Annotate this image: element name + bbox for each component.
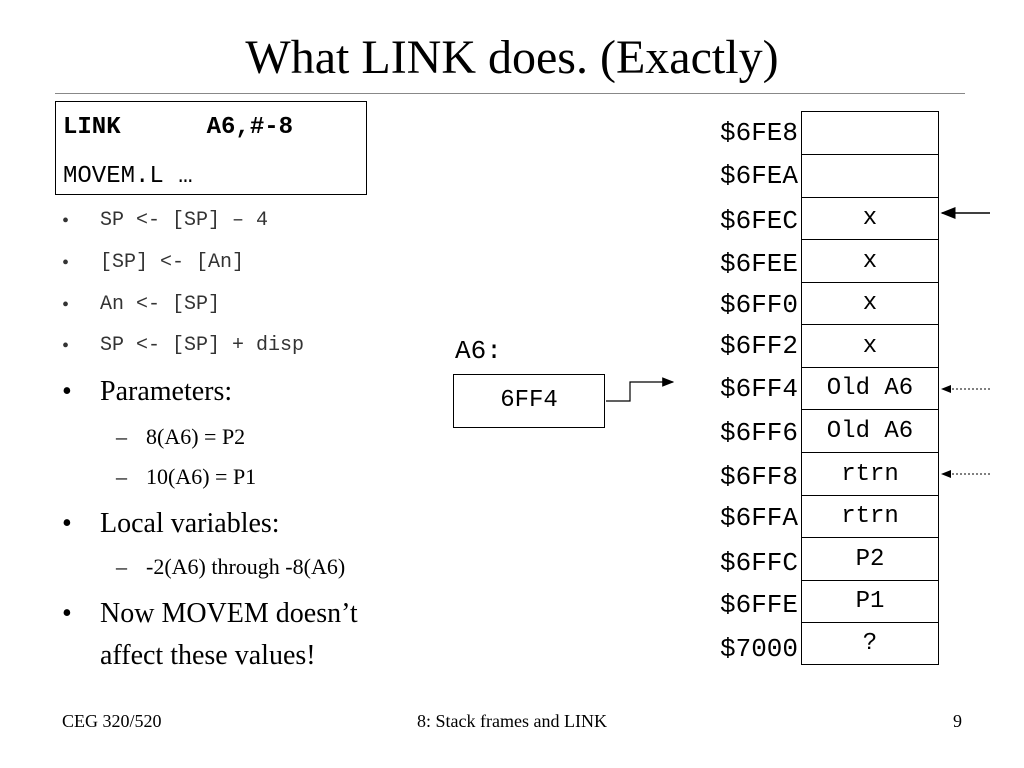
code-box: LINK A6,#-8 MOVEM.L … <box>55 101 367 195</box>
bullet-icon: • <box>62 252 70 274</box>
register-label: A6: <box>455 336 502 366</box>
mem-address: $6FF8 <box>719 462 798 492</box>
mem-address: $6FEA <box>719 161 798 191</box>
mem-address: $6FFA <box>719 503 798 533</box>
register-pointer-arrow <box>606 377 675 402</box>
bullet-icon: • <box>62 210 70 232</box>
mem-address: $6FF2 <box>719 331 798 361</box>
code-op: LINK <box>63 114 121 141</box>
mem-cell: P2 <box>801 537 939 581</box>
mem-address: $6FFE <box>719 590 798 620</box>
bullet-icon: • <box>62 376 72 407</box>
mem-cell: ? <box>801 622 939 665</box>
bullet-icon: • <box>62 294 70 316</box>
mem-address: $7000 <box>719 634 798 664</box>
dash-icon: – <box>116 554 127 579</box>
mem-cell: P1 <box>801 580 939 623</box>
register-value-box: 6FF4 <box>453 374 605 428</box>
mem-address: $6FF0 <box>719 290 798 320</box>
bullet-icon: • <box>62 335 70 357</box>
bullet-icon: • <box>62 508 72 539</box>
footer-topic: 8: Stack frames and LINK <box>417 711 607 731</box>
mem-address: $6FEE <box>719 249 798 279</box>
mem-address: $6FF4 <box>719 374 798 404</box>
code-args: A6,#-8 <box>206 114 294 141</box>
mem-address: $6FE8 <box>719 118 798 148</box>
mem-address: $6FEC <box>719 206 798 236</box>
footer-course: CEG 320/520 <box>62 711 162 731</box>
mem-address: $6FF6 <box>719 418 798 448</box>
dash-icon: – <box>116 424 127 449</box>
code-line-2: MOVEM.L … <box>63 163 193 190</box>
code-line-1: LINK A6,#-8 <box>63 114 293 141</box>
title-divider <box>55 93 965 94</box>
mem-address: $6FFC <box>719 548 798 578</box>
bullet-icon: • <box>62 598 72 629</box>
dash-icon: – <box>116 464 127 489</box>
slide-title: What LINK does. (Exactly) <box>245 31 779 84</box>
footer-page-number: 9 <box>953 711 962 731</box>
